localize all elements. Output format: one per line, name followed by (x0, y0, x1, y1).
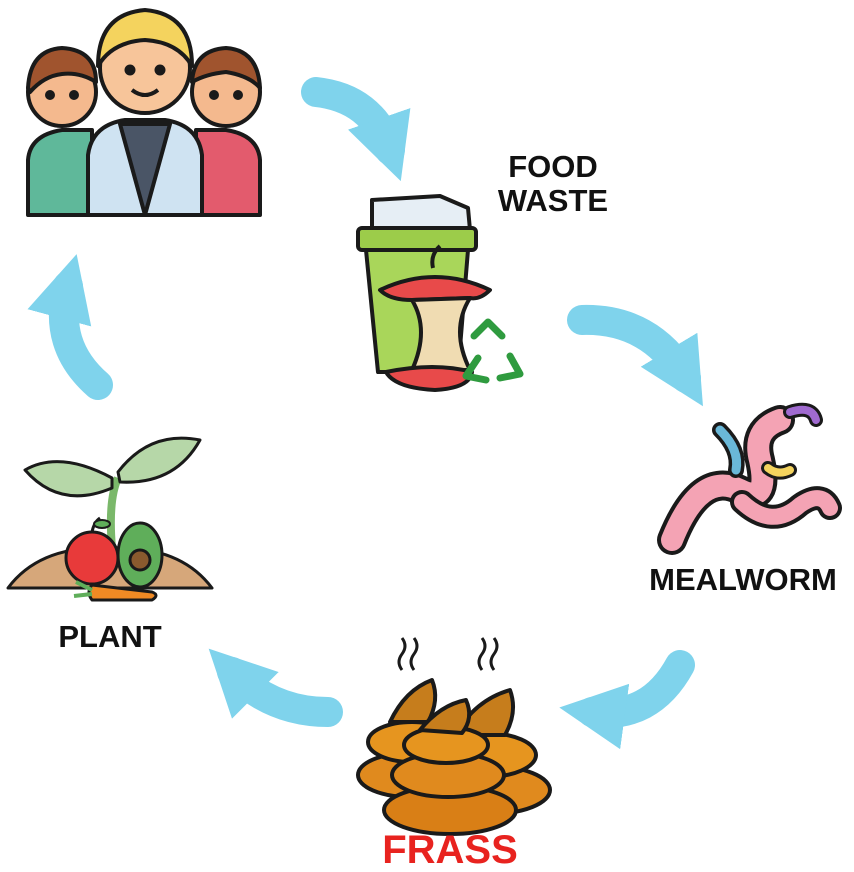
food-waste-label-line1: FOOD (508, 149, 598, 184)
cycle-arrows (27, 77, 703, 750)
food-waste-label-line2: WASTE (497, 183, 609, 219)
arrow-mealworm-to-frass (559, 650, 695, 750)
people-group-icon (26, 8, 262, 217)
frass-icon (356, 637, 552, 836)
arrow-people-to-foodwaste (301, 77, 411, 182)
mealworm-label: MEALWORM (649, 562, 837, 597)
food-waste-label: FOOD WASTE (478, 149, 628, 219)
food-waste-bin-icon (356, 194, 524, 392)
frass-label: FRASS (382, 828, 518, 872)
plant-label: PLANT (58, 619, 162, 654)
plant-produce-icon (6, 436, 214, 602)
arrow-plant-to-people (27, 254, 113, 400)
arrow-frass-to-plant (208, 648, 343, 727)
arrow-foodwaste-to-mealworm (567, 304, 703, 407)
mealworm-icon (657, 402, 842, 555)
